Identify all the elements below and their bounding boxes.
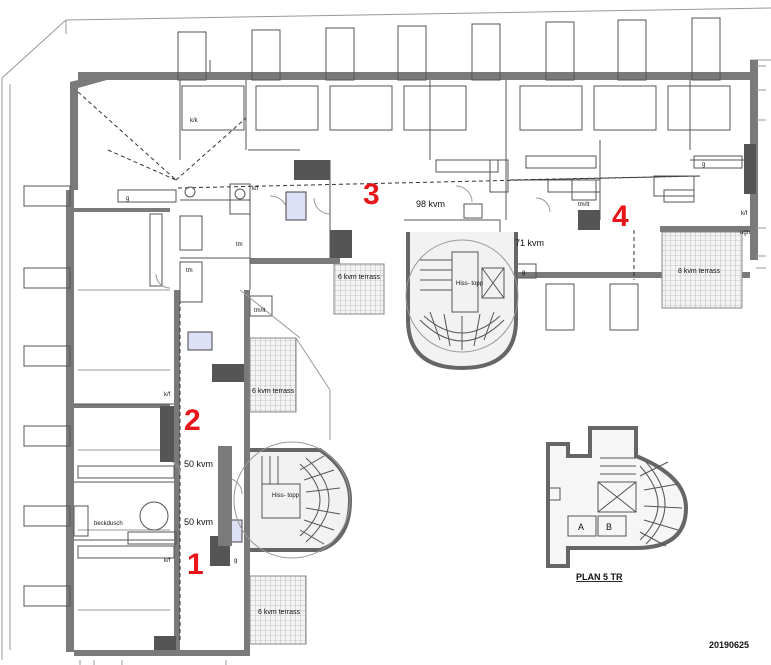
apartment-number-2: 2 <box>184 404 201 437</box>
plan-date: 20190625 <box>709 640 749 650</box>
apartment-number-3: 3 <box>363 178 380 211</box>
stair-tower-south <box>233 441 353 559</box>
apartment-number-4: 4 <box>612 200 629 233</box>
room-label-kf-4: k/f <box>741 211 748 217</box>
stair-label-b: B <box>606 522 612 532</box>
exterior-walls <box>66 60 758 656</box>
wet-rooms <box>73 159 597 537</box>
dormers <box>177 17 731 131</box>
room-label-tm-1: tm <box>186 268 193 274</box>
terrace-4 <box>661 231 743 309</box>
terrace-2 <box>249 337 297 413</box>
room-label-tmlt-2: tm/lt <box>578 202 590 208</box>
context-lines <box>1 7 771 660</box>
room-label-tmlt-1: tm/lt <box>254 308 266 314</box>
room-label-tm-2: tm <box>236 242 243 248</box>
terrace-1 <box>249 575 307 645</box>
area-label-3: 98 kvm <box>416 199 445 209</box>
terraces <box>239 231 743 645</box>
room-label-g-3: g <box>522 270 525 276</box>
room-label-g-4: g <box>702 162 705 168</box>
area-label-2: 50 kvm <box>184 459 213 469</box>
room-label-kf-3: k/f <box>164 558 171 564</box>
south-dormers <box>249 283 639 331</box>
room-label-g-2: g <box>234 558 237 564</box>
edge-marks <box>79 65 766 665</box>
terrace-label-2: 6 kvm terrass <box>252 388 295 395</box>
terrace-label-4: 8 kvm terrass <box>678 268 721 275</box>
inset-plan <box>546 426 689 568</box>
terrace-label-1: 6 kvm terrass <box>258 609 301 616</box>
dashed-lines <box>177 175 701 640</box>
room-label-g-1: g <box>126 196 129 202</box>
stair-tower-north <box>405 232 519 371</box>
room-label-beckdusch: beckdusch <box>94 521 123 527</box>
apartment-number-1: 1 <box>187 548 204 581</box>
area-label-4: 71 kvm <box>515 238 544 248</box>
terrace-3 <box>333 263 385 315</box>
room-label-kf-1: k/f <box>252 186 259 192</box>
room-label-kf-2: k/f <box>164 392 171 398</box>
room-label-kk: k/k <box>190 118 199 124</box>
stair-label-a: A <box>578 522 584 532</box>
plan-title: PLAN 5 TR <box>576 572 623 582</box>
west-dormers <box>23 185 170 611</box>
room-label-ugn: ugn <box>740 230 750 236</box>
area-label-1: 50 kvm <box>184 517 213 527</box>
elevator-label-south: Hiss- topp <box>272 493 300 499</box>
elevator-label-north: Hiss- topp <box>456 281 484 287</box>
terrace-label-3: 6 kvm terrass <box>338 274 381 281</box>
structural-blocks <box>154 144 756 650</box>
